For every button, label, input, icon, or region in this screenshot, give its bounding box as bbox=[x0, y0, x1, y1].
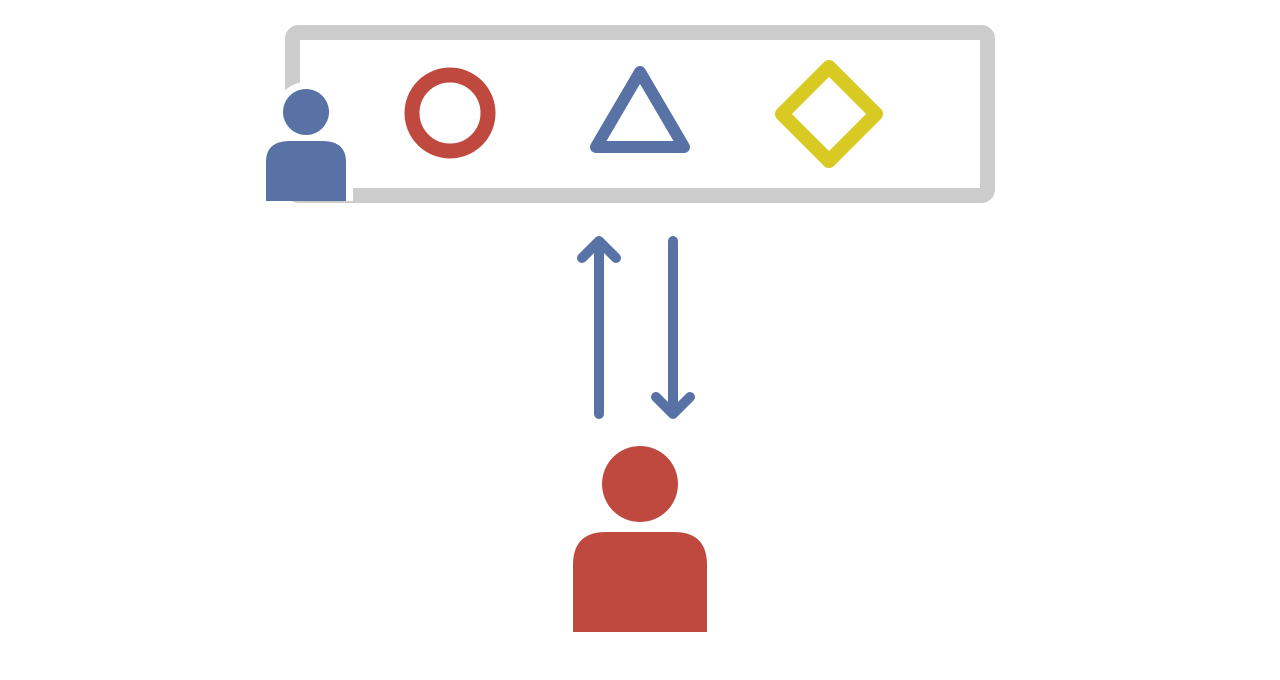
arrow-up-icon bbox=[577, 236, 621, 419]
diamond-shape-icon bbox=[775, 60, 883, 168]
arrow-down-icon bbox=[651, 236, 695, 419]
circle-shape-icon bbox=[404, 67, 496, 159]
triangle-shape-icon bbox=[590, 66, 690, 153]
viewer-person-icon bbox=[573, 446, 707, 632]
presenter-person-icon bbox=[259, 82, 353, 201]
shared-board bbox=[285, 25, 995, 203]
